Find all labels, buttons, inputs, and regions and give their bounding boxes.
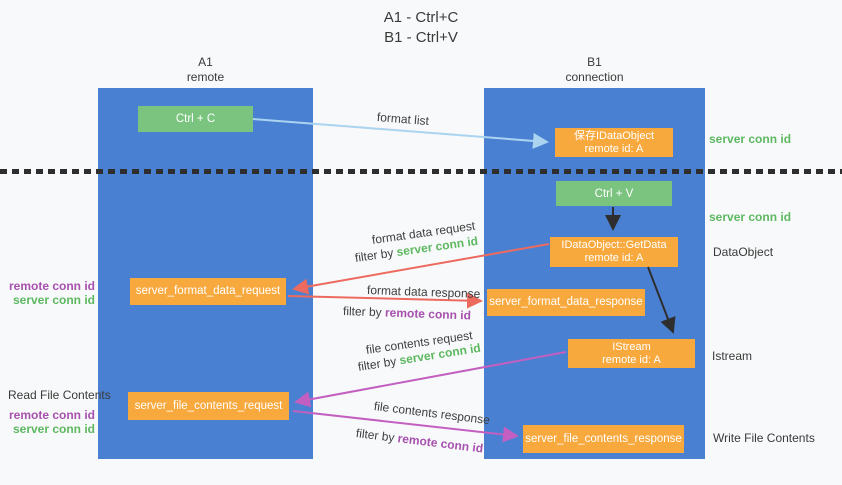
node-file-response-label: server_file_contents_response [525,432,682,445]
title-line-ctrl-v: B1 - Ctrl+V [384,29,458,46]
filter-prefix: filter by [354,245,395,265]
node-server-format-data-request: server_format_data_request [130,278,286,305]
lane-a1-role: remote [186,70,225,84]
lane-header-a1: A1 remote [98,55,313,85]
node-save-dataobject: 保存IDataObject remote id: A [555,128,673,157]
flow-label-filter-file-response: filter by remote conn id [355,426,484,456]
annotation-server-conn-id-mid: server conn id [709,210,792,224]
filter-key-remote-conn-id: remote conn id [384,305,472,323]
node-getdata-line2: remote id: A [584,252,644,264]
node-istream-line1: IStream [612,340,651,353]
node-istream-line2: remote id: A [602,353,661,366]
title-line-ctrl-c: A1 - Ctrl+C [383,9,459,26]
node-format-request-label: server_format_data_request [135,285,281,297]
annotation-file-conn-ids: remote conn id server conn id [0,408,95,436]
annotation-file-server-conn-id: server conn id [12,422,95,436]
annotation-format-conn-ids: remote conn id server conn id [0,279,95,307]
lane-a1-name: A1 [198,55,213,69]
annotation-read-file-contents: Read File Contents [8,388,111,402]
filter-prefix: filter by [355,426,396,445]
node-istream: IStream remote id: A [568,339,695,368]
node-ctrl-c-label: Ctrl + C [175,113,216,125]
node-getdata-line1: IDataObject::GetData [561,239,667,251]
node-server-file-contents-request: server_file_contents_request [128,392,289,420]
annotation-write-file-contents: Write File Contents [713,431,815,445]
annotation-server-conn-id-top: server conn id [709,132,792,146]
node-ctrl-c: Ctrl + C [138,106,253,132]
annotation-format-remote-conn-id: remote conn id [8,279,95,293]
flow-label-filter-format-response: filter by remote conn id [343,304,471,322]
node-server-format-data-response: server_format_data_response [487,289,645,316]
node-ctrl-v: Ctrl + V [556,181,672,206]
node-idataobject-getdata: IDataObject::GetData remote id: A [550,237,678,267]
lane-header-b1: B1 connection [484,55,705,85]
filter-prefix: filter by [356,354,398,374]
filter-key-remote-conn-id: remote conn id [396,431,484,456]
lane-b1-role: connection [565,70,624,84]
node-ctrl-v-label: Ctrl + V [594,187,634,200]
node-file-request-label: server_file_contents_request [134,399,283,412]
annotation-file-remote-conn-id: remote conn id [8,408,95,422]
filter-prefix: filter by [342,304,382,320]
node-save-dataobject-line2: remote id: A [584,142,644,155]
flow-label-format-list: format list [376,110,430,129]
annotation-istream: Istream [712,349,753,363]
diagram-title: A1 - Ctrl+C B1 - Ctrl+V [0,8,842,48]
flow-label-file-contents-response: file contents response [373,399,491,428]
annotation-format-server-conn-id: server conn id [12,293,95,307]
lane-b1-name: B1 [587,55,602,69]
flow-label-format-data-response: format data response [366,283,481,301]
node-save-dataobject-line1: 保存IDataObject [573,129,655,142]
session-separator-dotted-line [0,169,842,174]
annotation-dataobject: DataObject [713,245,774,259]
node-server-file-contents-response: server_file_contents_response [523,425,684,453]
node-format-response-label: server_format_data_response [489,296,643,308]
